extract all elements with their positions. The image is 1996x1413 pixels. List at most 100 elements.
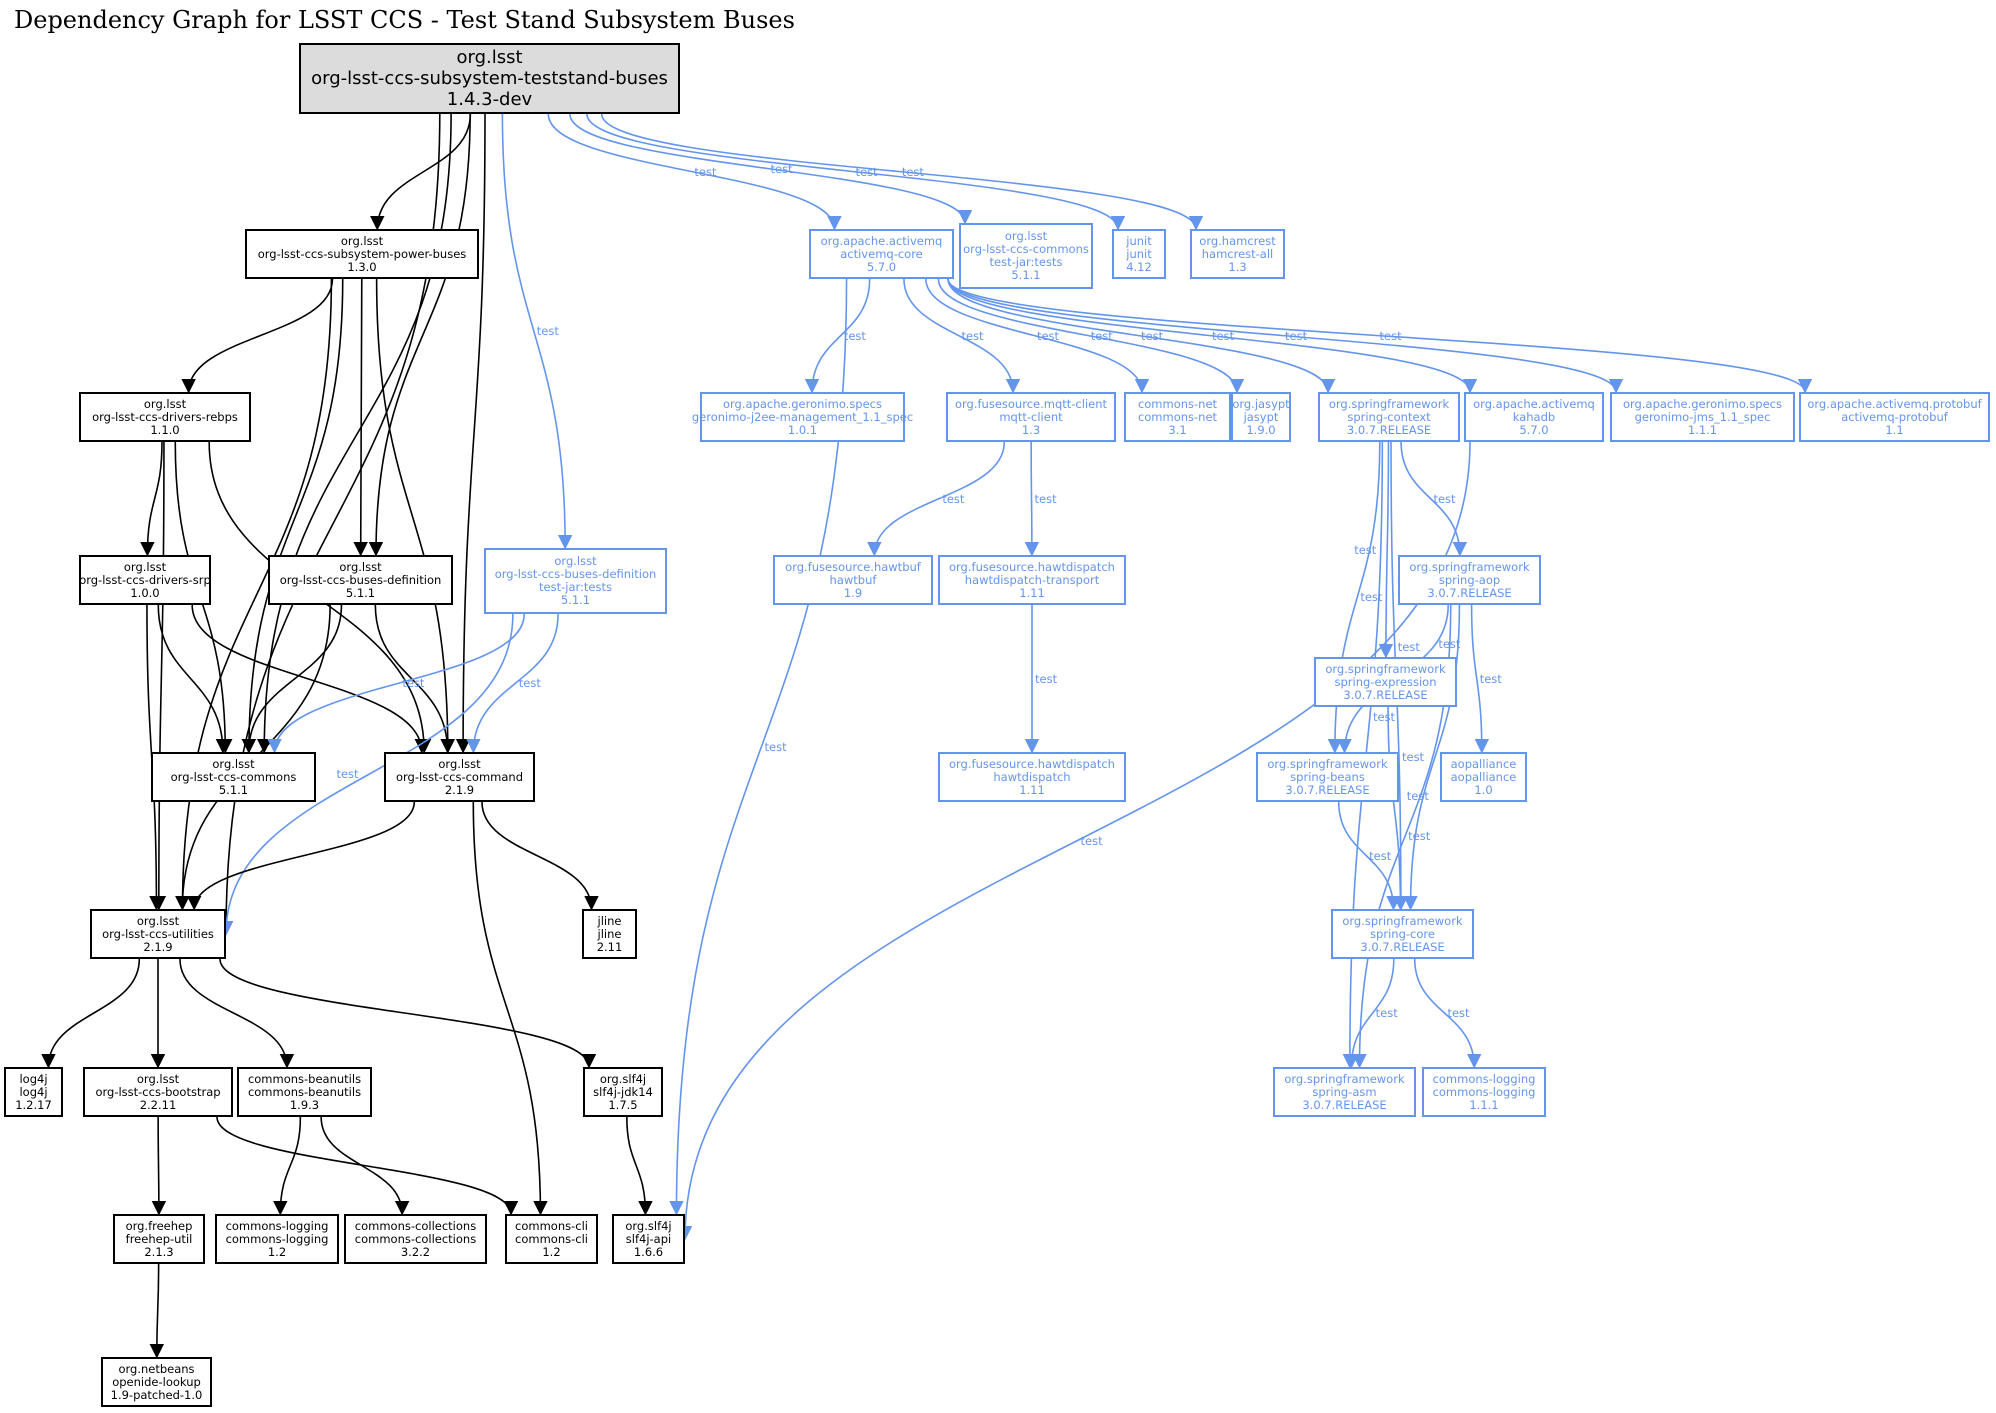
node-group: org.springframework [1342, 913, 1463, 928]
edge-mqtt-hawtbuf [867, 441, 1006, 557]
node-version: 5.7.0 [866, 259, 897, 274]
node-artifact: spring-context [1347, 409, 1431, 424]
edge-root-busdef [368, 113, 471, 557]
node-version: 1.2 [267, 1244, 287, 1259]
node-artifact: commons-logging [1432, 1084, 1536, 1099]
node-version: 3.0.7.RELEASE [1343, 687, 1428, 702]
edge-label: test [961, 328, 984, 343]
node-group: org.lsst [339, 559, 382, 574]
edge-utilities-beanutils [179, 958, 295, 1069]
edge-busdef-commons [241, 604, 343, 754]
node-version: 5.1.1 [345, 585, 376, 600]
node-version: 5.1.1 [1011, 268, 1041, 282]
edge-beanutils-ccoll [320, 1116, 410, 1216]
node-group: org.lsst [456, 47, 523, 68]
node-artifact: commons-cli [515, 1231, 588, 1246]
node-version: 1.11 [1019, 585, 1045, 600]
node-artifact: junit [1126, 246, 1152, 261]
node-group: commons-cli [515, 1218, 588, 1233]
node-group: log4j [19, 1071, 48, 1086]
edge-utilities-log4j [41, 958, 141, 1069]
node-artifact: spring-asm [1312, 1084, 1377, 1099]
node-version: 1.0 [1474, 782, 1493, 797]
node-version: 3.1 [1168, 422, 1187, 437]
edge-label: test [901, 164, 924, 179]
edge-amqcore-j2ee [804, 278, 871, 394]
edge-label: test [1080, 833, 1103, 848]
node-group: commons-beanutils [247, 1071, 362, 1086]
node-version: 4.12 [1126, 259, 1152, 274]
edge-root-hamcrest [600, 113, 1204, 231]
node-group: org.springframework [1328, 396, 1450, 411]
node-group: org.hamcrest [1199, 233, 1276, 248]
node-version: 1.2.17 [15, 1097, 52, 1112]
edge-label: test [1285, 328, 1308, 343]
node-artifact: geronimo-jms_1.1_spec [1634, 409, 1771, 424]
node-group: org.apache.activemq [1473, 396, 1595, 411]
node-artifact: openide-lookup [112, 1374, 201, 1389]
node-classifier: test-jar:tests [989, 255, 1063, 269]
edge-amqcore-protobuf [947, 278, 1813, 394]
node-artifact: mqtt-client [999, 409, 1063, 424]
node-version: 1.3 [1021, 422, 1041, 437]
edge-power-command [375, 278, 455, 754]
edge-power-rebps [181, 278, 334, 394]
node-artifact: org-lsst-ccs-drivers-rebps [92, 409, 238, 424]
node-version: 1.9 [843, 585, 863, 600]
edge-spbeans-spcore [1337, 801, 1401, 911]
node-group: org.springframework [1325, 661, 1446, 676]
edge-spexpr-spcore [1387, 706, 1408, 911]
node-artifact: org-lsst-ccs-command [395, 769, 524, 784]
node-version: 1.9.0 [1246, 422, 1276, 437]
node-artifact: freehep-util [125, 1231, 193, 1246]
node-artifact: org-lsst-ccs-subsystem-power-buses [257, 246, 467, 261]
node-group: org.lsst [143, 396, 187, 411]
node-group: org.springframework [1267, 756, 1388, 771]
node-group: org.fusesource.mqtt-client [954, 396, 1108, 411]
edge-label: test [1141, 328, 1164, 343]
node-group: commons-net [1137, 396, 1218, 411]
